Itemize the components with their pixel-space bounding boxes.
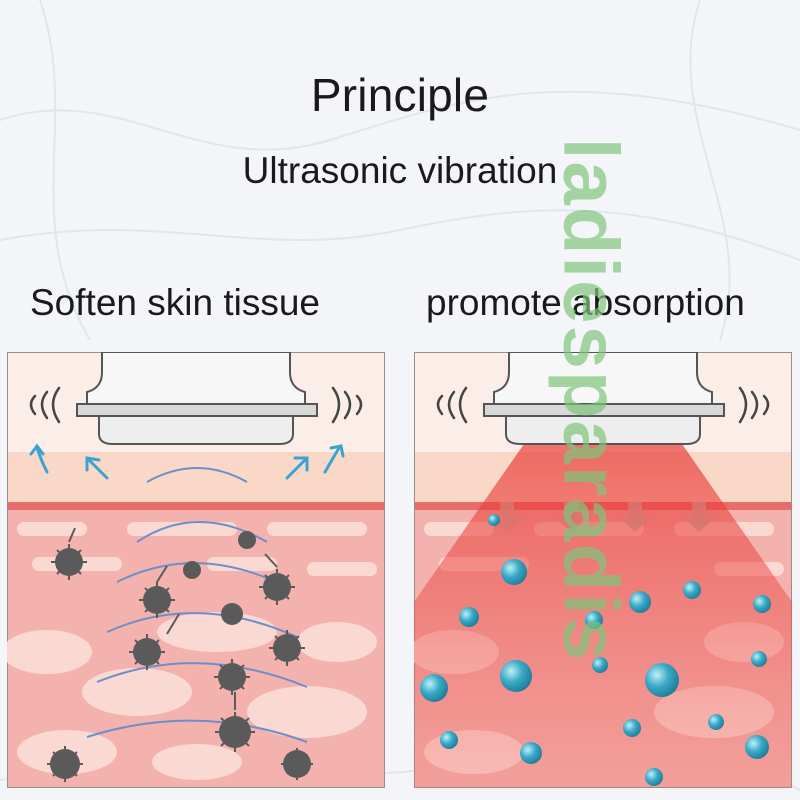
page-title: Principle bbox=[310, 69, 490, 121]
page-subtitle: Ultrasonic vibration bbox=[242, 150, 558, 191]
promote-absorption-panel bbox=[414, 352, 792, 788]
panel-label-absorb: promote absorption bbox=[426, 282, 745, 323]
soften-skin-panel bbox=[7, 352, 385, 788]
ultrasonic-head-absorb-icon bbox=[414, 352, 792, 788]
panel-label-soften: Soften skin tissue bbox=[30, 282, 320, 323]
ultrasonic-head-soften-icon bbox=[7, 352, 385, 788]
